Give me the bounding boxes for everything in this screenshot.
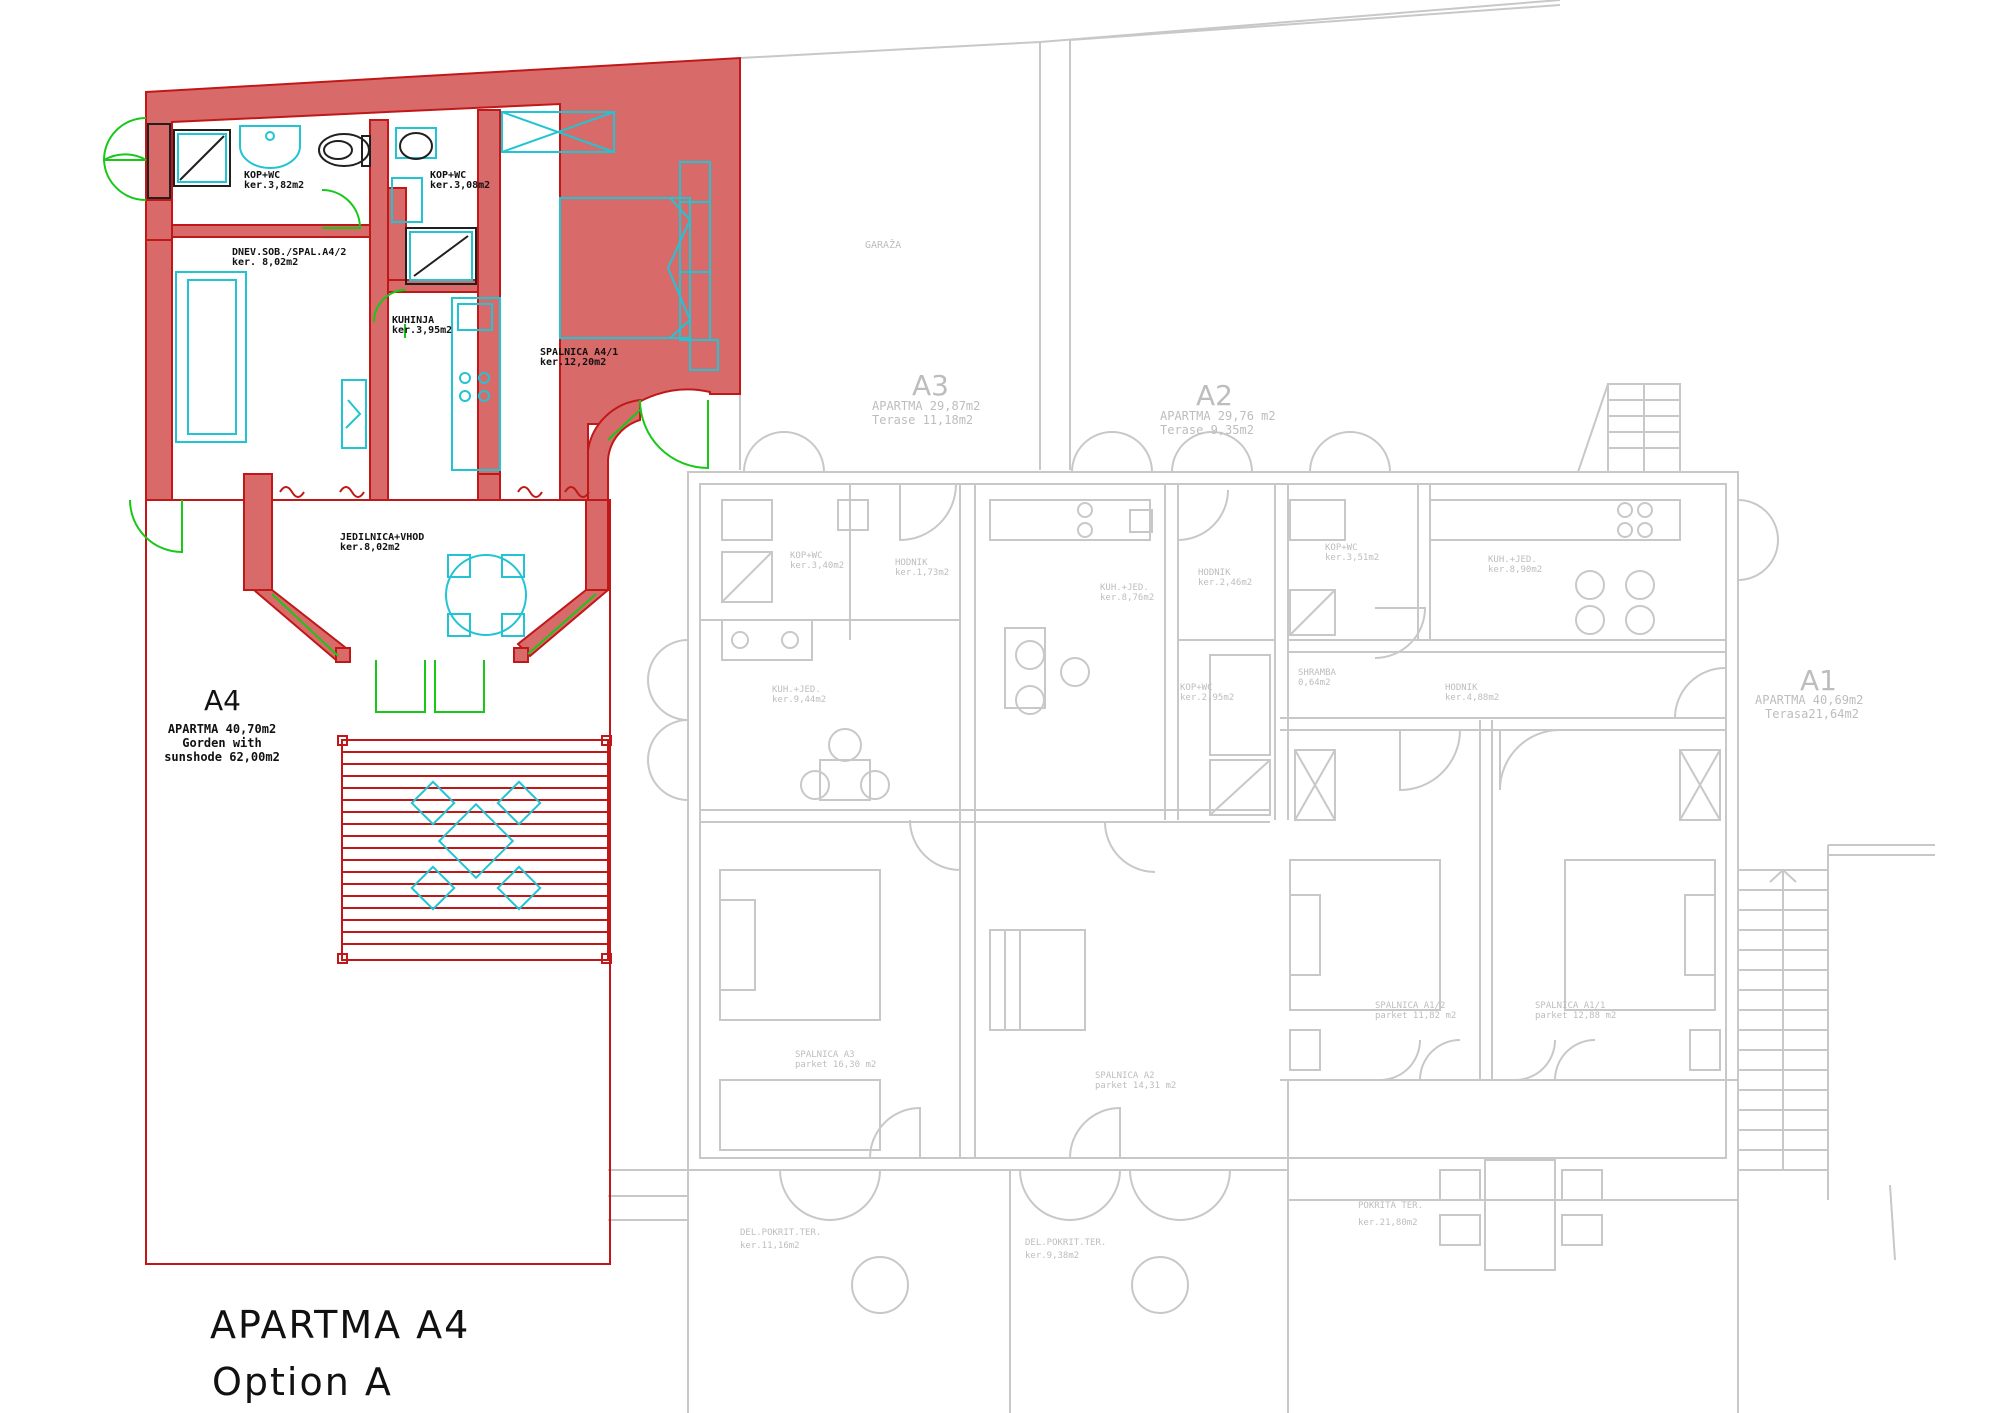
- ghost-room-name: SHRAMBA: [1298, 668, 1337, 678]
- room-name: KUHINJA: [392, 315, 434, 326]
- ghost-room-area: ker.4,88m2: [1445, 693, 1499, 703]
- a2-terrace: Terase 9,35m2: [1160, 423, 1254, 437]
- ghost-room-name: HODNIK: [1445, 683, 1478, 693]
- interior-wall: [369, 119, 389, 501]
- a3-area: APARTMA 29,87m2: [872, 399, 980, 413]
- interior-wall: [171, 224, 371, 238]
- sunshade-pergola: [337, 735, 612, 964]
- garage-label: GARAŽA: [865, 238, 901, 251]
- room-name: DNEV.SOB./SPAL.A4/2: [232, 247, 346, 258]
- dining-wall: [477, 473, 501, 501]
- ghost-room-name: POKRITA TER.: [1358, 1201, 1423, 1211]
- ghost-room-area: ker.8,90m2: [1488, 565, 1542, 575]
- ghost-room-name: DEL.POKRIT.TER.: [1025, 1238, 1106, 1248]
- ghost-room-area: parket 16,30 m2: [795, 1060, 876, 1070]
- ghost-room-name: KUH.+JED.: [1100, 583, 1149, 593]
- a3-code: A3: [912, 369, 949, 402]
- doors: [102, 117, 709, 713]
- ghost-room-name: HODNIK: [895, 558, 928, 568]
- dining-wall: [243, 473, 273, 591]
- double-bed: [559, 161, 719, 371]
- ghost-building: A3 APARTMA 29,87m2 Terase 11,18m2 A2 APA…: [608, 0, 1935, 1413]
- ghost-room-name: KOP+WC: [790, 551, 823, 561]
- apartment-a4: KOP+WC ker.3,82m2 KOP+WC ker.3,08m2 DNEV…: [102, 56, 741, 1265]
- a4-area: APARTMA 40,70m2: [168, 722, 276, 736]
- plan-subtitle: Option A: [212, 1360, 393, 1404]
- kitchen-counter: [451, 297, 501, 471]
- room-area: ker.3,95m2: [392, 325, 452, 336]
- room-area: ker.3,82m2: [244, 180, 304, 191]
- tv-unit: [341, 379, 367, 449]
- room-area: ker.8,02m2: [340, 542, 400, 553]
- ghost-room-name: SPALNICA A3: [795, 1050, 855, 1060]
- ghost-room-area: ker.3,40m2: [790, 561, 844, 571]
- ghost-room-area: ker.11,16m2: [740, 1241, 800, 1251]
- interior-wall: [387, 187, 407, 281]
- a3-terrace: Terase 11,18m2: [872, 413, 973, 427]
- plan-title: APARTMA A4: [210, 1303, 470, 1347]
- ghost-room-area: ker.2,46m2: [1198, 578, 1252, 588]
- ghost-room-area: parket 14,31 m2: [1095, 1081, 1176, 1091]
- a4-sunshade: sunshode 62,00m2: [164, 750, 280, 764]
- room-area: ker. 8,02m2: [232, 257, 298, 268]
- a4-garden: Gorden with: [182, 736, 261, 750]
- dining-table: [445, 554, 527, 637]
- ghost-room-area: parket 12,88 m2: [1535, 1011, 1616, 1021]
- ghost-room-area: ker.9,38m2: [1025, 1251, 1079, 1261]
- ghost-room-name: KUH.+JED.: [772, 685, 821, 695]
- ghost-room-area: ker.8,76m2: [1100, 593, 1154, 603]
- ghost-room-name: SPALNICA A1/1: [1535, 1001, 1605, 1011]
- washbasin: [239, 125, 301, 169]
- a4-room-labels: KOP+WC ker.3,82m2 KOP+WC ker.3,08m2 DNEV…: [232, 170, 618, 553]
- ghost-room-area: ker.2,95m2: [1180, 693, 1234, 703]
- ghost-room-area: parket 11,82 m2: [1375, 1011, 1456, 1021]
- ghost-room-area: ker.3,51m2: [1325, 553, 1379, 563]
- sofa: [175, 271, 247, 443]
- interior-wall: [145, 199, 173, 241]
- a1-code: A1: [1800, 664, 1837, 697]
- ghost-room-area: 0,64m2: [1298, 678, 1331, 688]
- ghost-room-name: SPALNICA A2: [1095, 1071, 1155, 1081]
- room-name: KOP+WC: [430, 170, 466, 181]
- ghost-room-area: ker.21,80m2: [1358, 1218, 1418, 1228]
- ghost-room-labels: KOP+WC ker.3,40m2 HODNIK ker.1,73m2 KUH.…: [740, 543, 1616, 1261]
- a2-code: A2: [1196, 379, 1233, 412]
- room-area: ker.12,20m2: [540, 357, 606, 368]
- washbasin: [391, 177, 423, 223]
- a4-code: A4: [204, 684, 241, 717]
- ghost-room-name: KOP+WC: [1325, 543, 1358, 553]
- room-name: KOP+WC: [244, 170, 280, 181]
- room-name: JEDILNICA+VHOD: [340, 532, 424, 543]
- ghost-room-area: ker.1,73m2: [895, 568, 949, 578]
- ghost-room-name: KUH.+JED.: [1488, 555, 1537, 565]
- room-name: SPALNICA A4/1: [540, 347, 618, 358]
- shower-tray: [405, 227, 477, 285]
- room-area: ker.3,08m2: [430, 180, 490, 191]
- window: [501, 111, 615, 153]
- a2-area: APARTMA 29,76 m2: [1160, 409, 1276, 423]
- ghost-room-area: ker.9,44m2: [772, 695, 826, 705]
- ghost-room-name: SPALNICA A1/2: [1375, 1001, 1445, 1011]
- a1-area: APARTMA 40,69m2: [1755, 693, 1863, 707]
- ghost-room-name: HODNIK: [1198, 568, 1231, 578]
- shower-tray: [173, 129, 231, 187]
- ghost-room-name: KOP+WC: [1180, 683, 1213, 693]
- ghost-room-name: DEL.POKRIT.TER.: [740, 1228, 821, 1238]
- a1-terrace: Terasa21,64m2: [1765, 707, 1859, 721]
- garden-outline: [145, 499, 611, 1265]
